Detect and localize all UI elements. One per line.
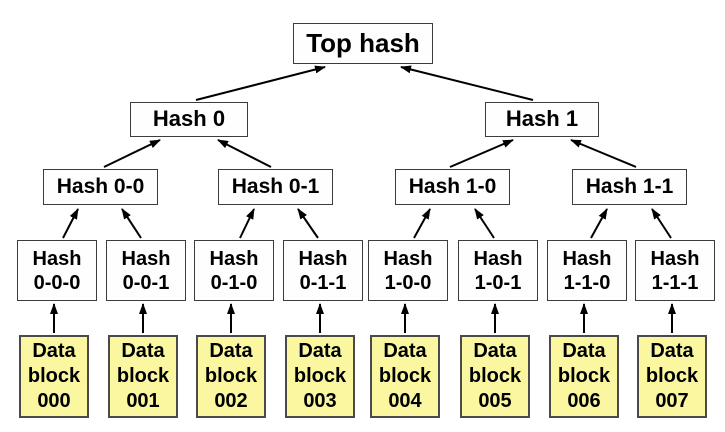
node-label-line: 003 <box>303 390 337 412</box>
node-hash-1-1-0: Hash 1-1-0 <box>547 240 627 301</box>
arrow-hash011-to-hash01 <box>297 208 319 239</box>
arrow-hash0-to-top <box>195 65 326 101</box>
node-label-line: block <box>293 365 347 387</box>
node-label-line: 004 <box>388 390 422 412</box>
node-label-line: Data <box>121 340 165 362</box>
node-label-line: 000 <box>37 390 71 412</box>
node-label-line: 002 <box>214 390 248 412</box>
node-label-line: 007 <box>655 390 689 412</box>
arrow-hash001-to-hash00 <box>121 208 142 239</box>
node-data-block-005: Data block 005 <box>460 335 530 418</box>
node-hash-1: Hash 1 <box>485 102 599 137</box>
node-label-line: Hash <box>209 247 259 270</box>
node-data-block-001: Data block 001 <box>108 335 178 418</box>
node-label-line: Hash <box>383 247 433 270</box>
node-label-line: 0-0-1 <box>122 271 170 294</box>
node-label-line: 1-1-0 <box>563 271 611 294</box>
node-label-line: Data <box>209 340 253 362</box>
node-label-line: block <box>116 365 170 387</box>
arrow-hash10-to-hash1 <box>449 139 514 168</box>
node-hash-1-0-1: Hash 1-0-1 <box>458 240 538 301</box>
node-label-line: Hash <box>32 247 82 270</box>
node-label-line: Hash <box>562 247 612 270</box>
arrow-hash101-to-hash10 <box>474 208 495 239</box>
arrow-hash1-to-top <box>400 65 534 101</box>
node-label-line: 0-1-0 <box>210 271 258 294</box>
node-hash-0-0-0: Hash 0-0-0 <box>17 240 97 301</box>
node-data-block-006: Data block 006 <box>549 335 619 418</box>
node-label-line: Data <box>298 340 342 362</box>
node-label-line: Data <box>32 340 76 362</box>
node-label-line: Hash <box>473 247 523 270</box>
node-hash-1-0: Hash 1-0 <box>395 169 510 205</box>
node-data-block-000: Data block 000 <box>19 335 89 418</box>
arrow-hash110-to-hash11 <box>590 208 608 239</box>
node-label-line: 0-0-0 <box>33 271 81 294</box>
node-label-line: Hash <box>298 247 348 270</box>
node-top-hash: Top hash <box>293 23 433 64</box>
node-label-line: Hash <box>650 247 700 270</box>
arrow-hash100-to-hash10 <box>413 208 431 239</box>
node-hash-0-1-1: Hash 0-1-1 <box>283 240 363 301</box>
arrow-hash00-to-hash0 <box>103 139 161 168</box>
node-label-line: 1-0-0 <box>384 271 432 294</box>
node-label-line: Data <box>562 340 606 362</box>
arrow-hash010-to-hash01 <box>239 208 255 239</box>
node-label-line: Data <box>650 340 694 362</box>
node-label-line: block <box>204 365 258 387</box>
node-label-line: 005 <box>478 390 512 412</box>
node-data-block-004: Data block 004 <box>370 335 440 418</box>
node-hash-0: Hash 0 <box>130 102 248 137</box>
node-hash-1-1-1: Hash 1-1-1 <box>635 240 715 301</box>
node-data-block-007: Data block 007 <box>637 335 707 418</box>
node-label-line: 001 <box>126 390 160 412</box>
arrow-hash000-to-hash00 <box>62 208 79 239</box>
node-hash-0-0: Hash 0-0 <box>43 169 158 205</box>
node-label-line: 1-0-1 <box>474 271 522 294</box>
node-label-line: Hash <box>121 247 171 270</box>
arrow-hash111-to-hash11 <box>651 208 672 239</box>
node-label-line: Data <box>473 340 517 362</box>
node-label-line: block <box>27 365 81 387</box>
node-label-line: 1-1-1 <box>651 271 699 294</box>
node-hash-0-1-0: Hash 0-1-0 <box>194 240 274 301</box>
node-label-line: 006 <box>567 390 601 412</box>
node-label-line: block <box>645 365 699 387</box>
node-label-line: Data <box>383 340 427 362</box>
node-hash-1-1: Hash 1-1 <box>572 169 687 205</box>
node-label-line: block <box>557 365 611 387</box>
arrow-hash11-to-hash1 <box>570 139 637 168</box>
node-data-block-002: Data block 002 <box>196 335 266 418</box>
node-hash-0-1: Hash 0-1 <box>218 169 333 205</box>
node-hash-0-0-1: Hash 0-0-1 <box>106 240 186 301</box>
node-data-block-003: Data block 003 <box>285 335 355 418</box>
node-hash-1-0-0: Hash 1-0-0 <box>368 240 448 301</box>
node-label-line: block <box>468 365 522 387</box>
node-label-line: 0-1-1 <box>299 271 347 294</box>
arrow-hash01-to-hash0 <box>217 139 272 168</box>
node-label-line: block <box>378 365 432 387</box>
